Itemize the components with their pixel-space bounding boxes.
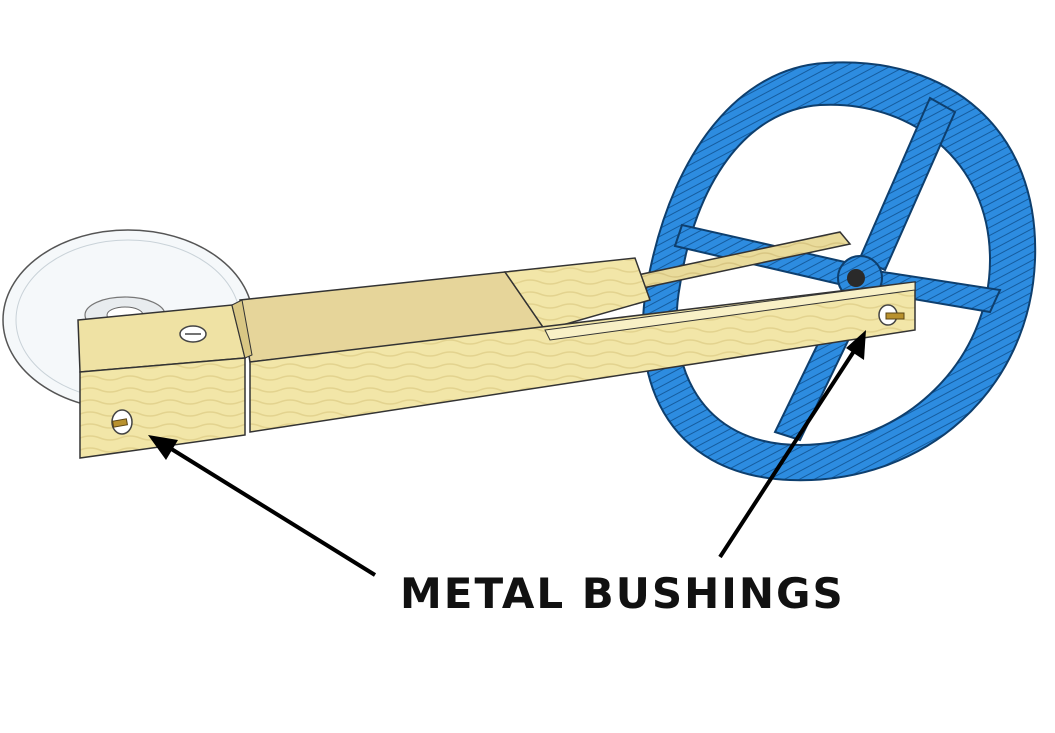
metal-bushings-label: METAL BUSHINGS <box>400 569 845 618</box>
arrow-left <box>148 435 377 577</box>
metal-bushing-front <box>111 409 133 435</box>
metal-bushing-rear <box>878 304 905 326</box>
arrow-right <box>718 330 866 559</box>
wooden-chassis <box>77 231 916 459</box>
